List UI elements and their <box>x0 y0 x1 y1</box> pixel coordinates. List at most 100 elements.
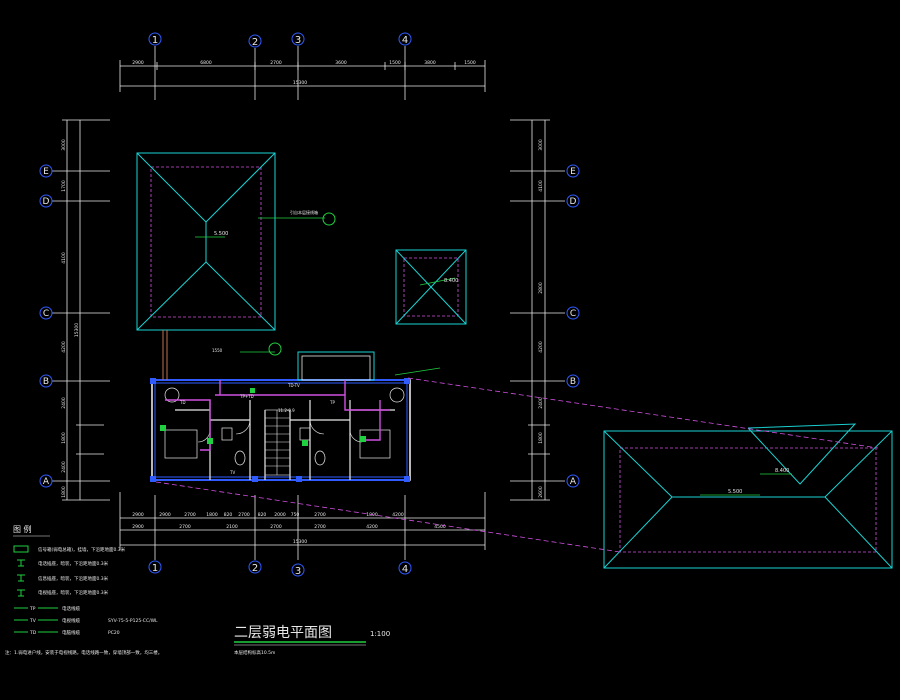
top-dim-3: 2700 <box>270 60 282 66</box>
line-legend-code-2: TV <box>29 618 37 624</box>
top-dim-7: 1500 <box>464 60 476 66</box>
roof-elevation-label-upper: 5.500 <box>214 231 228 237</box>
line-legend-spec-3: PC20 <box>108 630 120 636</box>
legend-item-3: 信息插座，暗装，下沿距地面0.3米 <box>38 575 109 582</box>
plan-tag-tp-td: TP+TD <box>239 394 254 399</box>
drawing-title: 二层弱电平面图 <box>234 625 332 641</box>
top-dim-6: 3800 <box>424 60 436 66</box>
left-dim-8: 1800 <box>61 486 67 498</box>
bottom-dim-2-5: 2700 <box>314 524 326 530</box>
roof-elevation-label-detail: 5.500 <box>728 489 742 495</box>
top-dim-1: 2900 <box>132 60 144 66</box>
detail-roof-plan: 5.500 8.400 <box>603 423 893 569</box>
axis-label-row-b-right: B <box>570 377 576 387</box>
column-axis-bubbles-top <box>148 32 412 48</box>
axis-label-col-4-bottom: 4 <box>402 564 408 575</box>
axis-label-row-c-right: C <box>570 309 576 319</box>
bottom-dim-1-4: 1800 <box>206 512 218 518</box>
legend: 图 例 信号箱(弱电总箱)，挂墙，下沿距地面0.3米 电话插座，暗装，下沿距地面… <box>5 524 162 656</box>
small-roof-plan: 8.400 <box>395 249 467 325</box>
axis-label-row-e-right: E <box>570 167 576 177</box>
axis-label-row-c-left: C <box>43 309 49 319</box>
top-dim-2: 6800 <box>200 60 212 66</box>
roof-elevation-label-small: 8.400 <box>444 278 458 284</box>
bottom-dim-2-4: 2700 <box>270 524 282 530</box>
top-dim-total: 15300 <box>293 80 307 86</box>
axis-label-col-1-top: 1 <box>152 35 158 46</box>
legend-item-2: 电话插座，暗装，下沿距地面0.3米 <box>38 560 109 567</box>
axis-label-row-b-left: B <box>43 377 49 387</box>
axis-label-row-d-right: D <box>570 197 577 207</box>
right-dim-7: 2600 <box>538 486 544 498</box>
right-dim-6: 1800 <box>538 432 544 444</box>
sanitary-fixtures <box>164 387 405 466</box>
left-dim-4: 4200 <box>61 341 67 353</box>
axis-label-row-a-right: A <box>570 477 577 487</box>
plan-tag-td-tv: TD-TV <box>287 383 300 388</box>
right-dimension-texts: 3000 4100 2800 4200 2400 1800 2600 <box>538 139 544 498</box>
plan-tag-tv: TV <box>229 470 235 475</box>
roof-callout-text: 引自本层接线箱 <box>290 209 318 215</box>
column-marker <box>150 476 156 482</box>
bottom-dim-1-1: 2900 <box>132 512 144 518</box>
left-dim-1: 3000 <box>61 139 67 151</box>
detail-leader-lines <box>155 377 879 553</box>
line-legend-spec-2: SYV-75-5-P125-CC/WL <box>108 618 158 624</box>
legend-phone-icon <box>17 559 25 567</box>
bottom-dim-1-12: 4200 <box>392 512 404 518</box>
bottom-dim-total: 15300 <box>293 539 307 545</box>
bottom-dim-1-3: 2700 <box>184 512 196 518</box>
drawing-note: 注：1.弱电进户线，安装于电视线路，电话线路一致，穿墙顶部一致，均三楼。 <box>5 649 162 656</box>
axis-label-row-a-left: A <box>43 477 50 487</box>
plan-tag-tp: TP <box>329 400 335 405</box>
column-axes-top <box>119 46 486 100</box>
leader-bubble-plan <box>268 342 282 356</box>
axis-label-col-4-top: 4 <box>402 35 408 46</box>
column-marker <box>252 476 258 482</box>
stair <box>264 409 291 476</box>
axis-label-row-d-left: D <box>43 197 50 207</box>
top-dim-5: 1500 <box>389 60 401 66</box>
axis-label-col-1-bottom: 1 <box>152 563 158 574</box>
column-marker <box>296 476 302 482</box>
right-dim-2: 4100 <box>538 180 544 192</box>
floor-plan: 1550 TP+TD TD-TV TD TP TV 11.2-0.9 <box>150 330 441 482</box>
legend-net-icon <box>17 574 25 582</box>
row-axis-bubbles <box>39 164 580 488</box>
legend-box-icon <box>13 545 29 553</box>
column-axes-bottom <box>119 492 486 560</box>
legend-tv-icon <box>17 589 25 597</box>
outlet-symbols <box>160 388 366 446</box>
bottom-dim-1-7: 820 <box>258 512 267 518</box>
column-axis-bubbles-bottom <box>148 560 412 577</box>
cable-runs <box>165 380 390 451</box>
title-block: 二层弱电平面图 1:100 本层结构标高10.5m <box>234 625 390 656</box>
legend-item-4: 电视插座，暗装，下沿距地面0.3米 <box>38 589 109 596</box>
right-dim-5: 2400 <box>538 397 544 409</box>
bottom-dim-2-2: 2700 <box>179 524 191 530</box>
left-dim-5: 2400 <box>61 397 67 409</box>
bottom-dim-1-9: 750 <box>291 512 300 518</box>
left-dim-3: 4100 <box>61 252 67 264</box>
bottom-dim-1-10: 2700 <box>314 512 326 518</box>
bottom-dim-2-3: 2100 <box>226 524 238 530</box>
plan-tag-level: 11.2-0.9 <box>278 408 295 413</box>
column-marker <box>404 378 410 384</box>
right-dim-1: 3000 <box>538 139 544 151</box>
bottom-dim-2-7: 4500 <box>434 524 446 530</box>
bottom-dimension-texts: 2900 2900 2700 1800 820 2700 820 2000 75… <box>132 512 446 545</box>
legend-item-1: 信号箱(弱电总箱)，挂墙，下沿距地面0.3米 <box>38 546 126 553</box>
axis-label-col-3-bottom: 3 <box>295 566 301 577</box>
drawing-scale: 1:100 <box>370 630 390 638</box>
bottom-dim-2-6: 4200 <box>366 524 378 530</box>
drawing-elevation-note: 本层结构标高10.5m <box>234 649 275 656</box>
left-dimension-texts: 3000 1700 4100 4200 2400 1800 2400 1800 … <box>61 139 80 498</box>
column-marker <box>150 378 156 384</box>
bottom-dim-1-2: 2900 <box>159 512 171 518</box>
left-dim-7: 2400 <box>61 461 67 473</box>
left-dim-6: 1800 <box>61 432 67 444</box>
right-dim-3: 2800 <box>538 282 544 294</box>
line-legend-code-3: TD <box>29 630 37 636</box>
column-marker <box>404 476 410 482</box>
